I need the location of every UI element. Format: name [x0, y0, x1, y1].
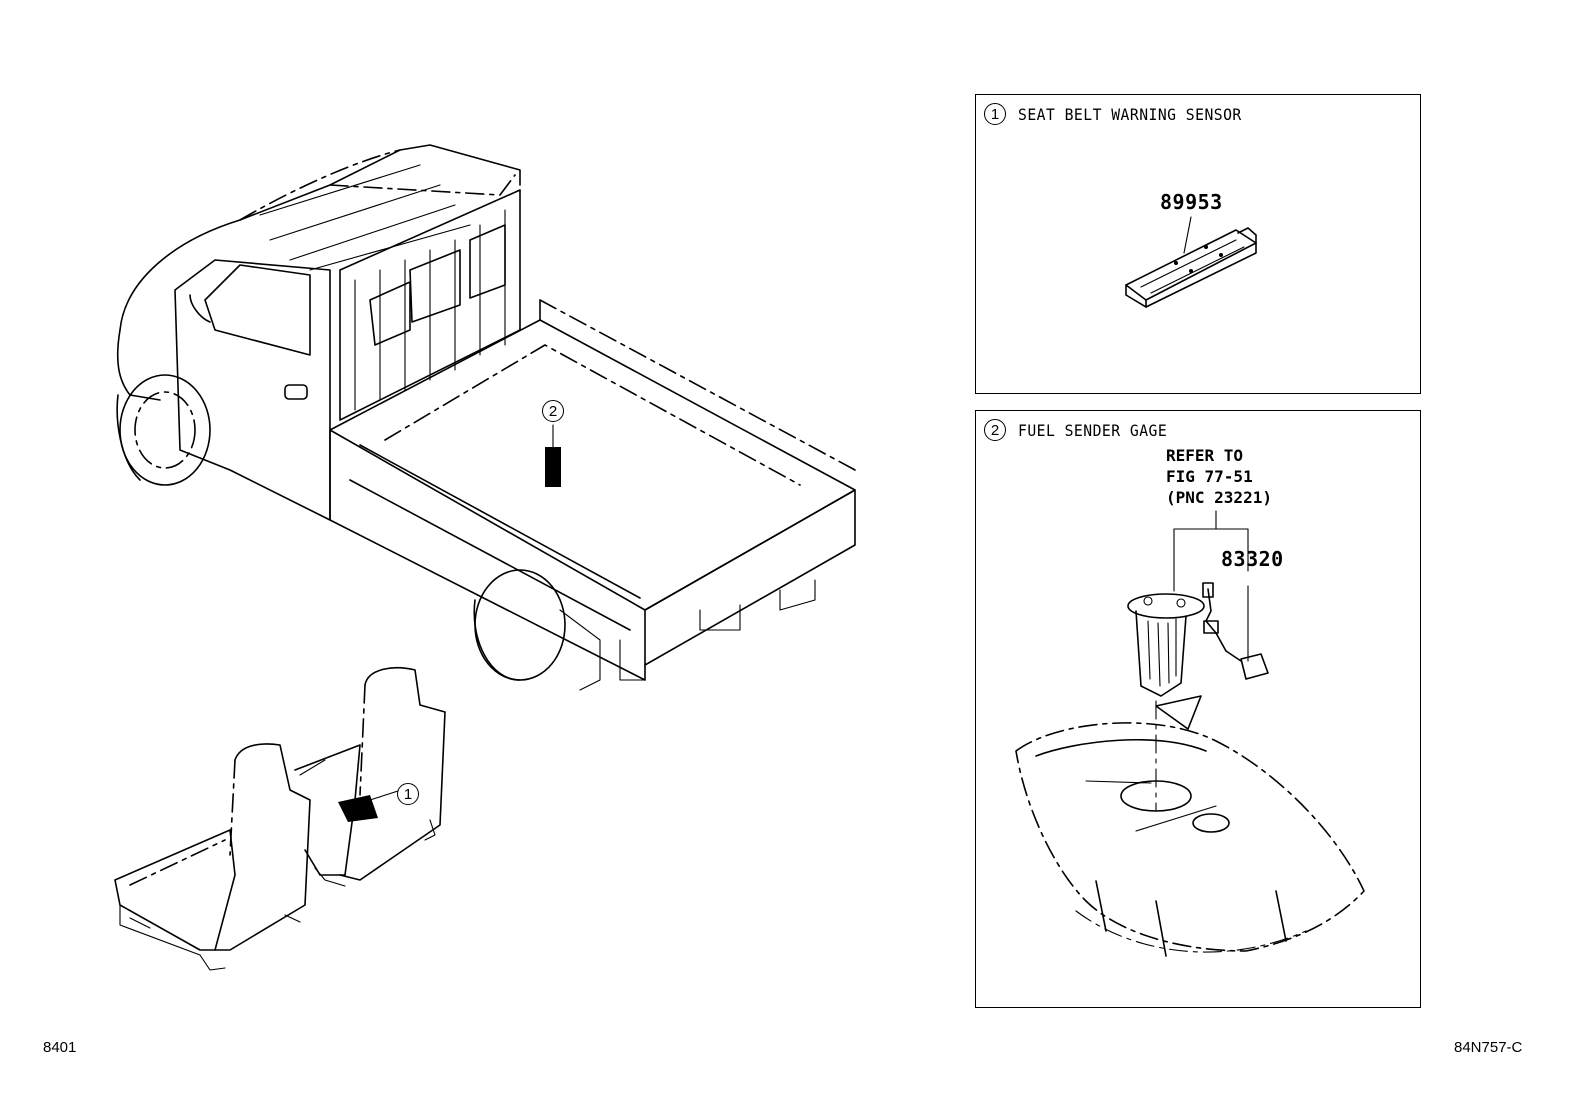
seat-callout: 1 — [397, 783, 419, 805]
fuel-sender-part-number: 83320 — [1221, 547, 1284, 571]
footer-right-code: 84N757-C — [1454, 1039, 1523, 1056]
fuel-sender-panel-index: 2 — [984, 419, 1006, 441]
refer-line-2: FIG 77-51 — [1166, 467, 1253, 486]
refer-line-3: (PNC 23221) — [1166, 488, 1272, 507]
seat-belt-panel-title: SEAT BELT WARNING SENSOR — [1018, 104, 1242, 124]
seat-belt-panel-index: 1 — [984, 103, 1006, 125]
bed-callout: 2 — [542, 400, 564, 422]
refer-note: REFER TO FIG 77-51 (PNC 23221) — [1166, 445, 1272, 508]
bed-callout-number: 2 — [542, 400, 564, 422]
fuel-sender-panel: 2 FUEL SENDER GAGE REFER TO FIG 77-51 (P… — [975, 410, 1421, 1008]
seat-sensor-marker — [338, 795, 378, 822]
seat-belt-sensor-drawing — [1125, 216, 1257, 308]
fuel-sender-drawing — [1015, 510, 1365, 957]
truck-illustration — [116, 144, 856, 691]
seat-belt-sensor-panel: 1 SEAT BELT WARNING SENSOR 89953 — [975, 94, 1421, 394]
seats-illustration — [114, 667, 446, 971]
footer-left-code: 8401 — [43, 1039, 77, 1056]
refer-line-1: REFER TO — [1166, 446, 1244, 465]
seat-belt-part-number: 89953 — [1160, 190, 1223, 214]
fuel-sender-panel-header: 2 FUEL SENDER GAGE — [984, 419, 1180, 441]
seat-belt-panel-header: 1 SEAT BELT WARNING SENSOR — [984, 103, 1261, 125]
bed-sensor-marker — [545, 447, 561, 487]
fuel-sender-panel-title: FUEL SENDER GAGE — [1018, 420, 1168, 440]
seat-callout-number: 1 — [397, 783, 419, 805]
